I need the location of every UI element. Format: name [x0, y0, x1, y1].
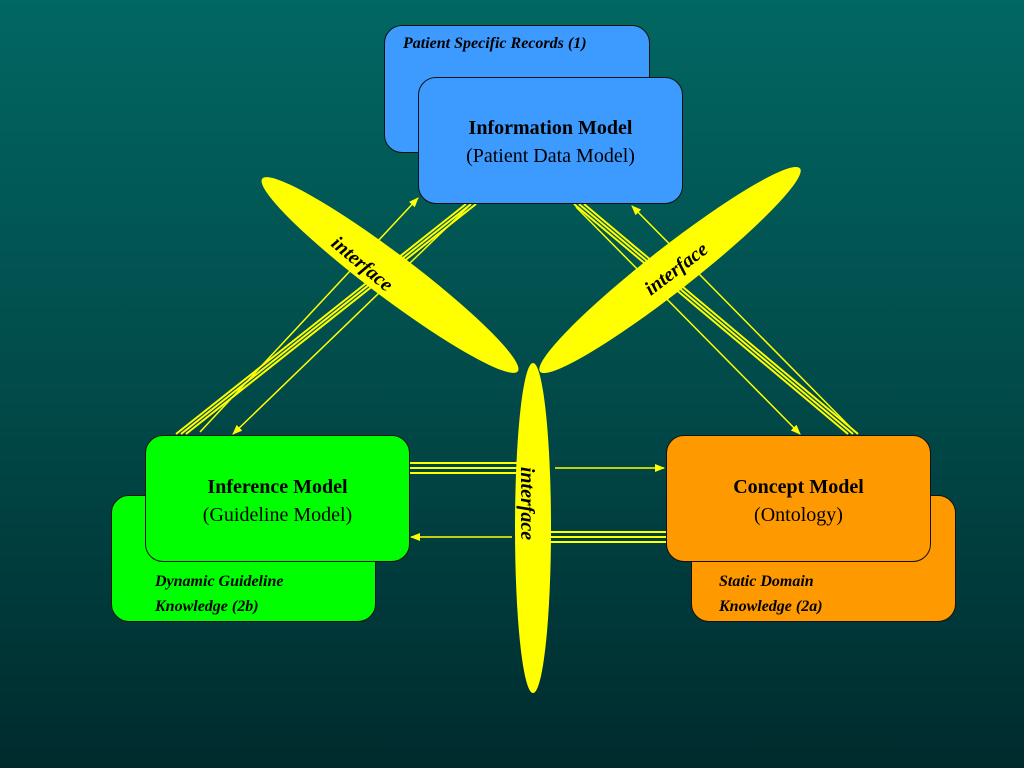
- concept-model-title: Concept Model: [733, 476, 864, 498]
- triple-link-inference-concept-bottom: [548, 531, 667, 543]
- interface-blade-left: [261, 177, 519, 373]
- dynamic-guideline-line1: Dynamic Guideline: [155, 573, 284, 590]
- triple-link-information-concept: [573, 203, 859, 435]
- information-model-subtitle: (Patient Data Model): [466, 145, 635, 167]
- arrow-information-to-inference: [232, 204, 471, 435]
- patient-records-label: Patient Specific Records (1): [403, 35, 587, 52]
- inference-model-title: Inference Model: [207, 476, 348, 498]
- arrow-information-to-concept: [575, 206, 801, 435]
- static-domain-line2: Knowledge (2a): [719, 598, 823, 615]
- static-domain-line1: Static Domain: [719, 573, 814, 590]
- interface-label-bottom: interface: [516, 466, 539, 541]
- interface-blade-bottom: [515, 363, 551, 693]
- inference-model-box: Inference Model (Guideline Model): [145, 435, 410, 562]
- interface-blade-right: [539, 166, 801, 374]
- dynamic-guideline-label: Dynamic Guideline Knowledge (2b): [155, 569, 283, 619]
- inference-model-subtitle: (Guideline Model): [202, 504, 353, 526]
- triple-link-inference-concept-top: [408, 462, 520, 474]
- static-domain-label: Static Domain Knowledge (2a): [719, 569, 823, 619]
- concept-model-subtitle: (Ontology): [754, 504, 843, 526]
- dynamic-guideline-line2: Knowledge (2b): [155, 598, 259, 615]
- information-model-box: Information Model (Patient Data Model): [418, 77, 683, 204]
- arrow-concept-to-information: [631, 205, 856, 433]
- arrow-inference-to-information: [199, 197, 419, 433]
- concept-model-box: Concept Model (Ontology): [666, 435, 931, 562]
- information-model-title: Information Model: [468, 117, 633, 139]
